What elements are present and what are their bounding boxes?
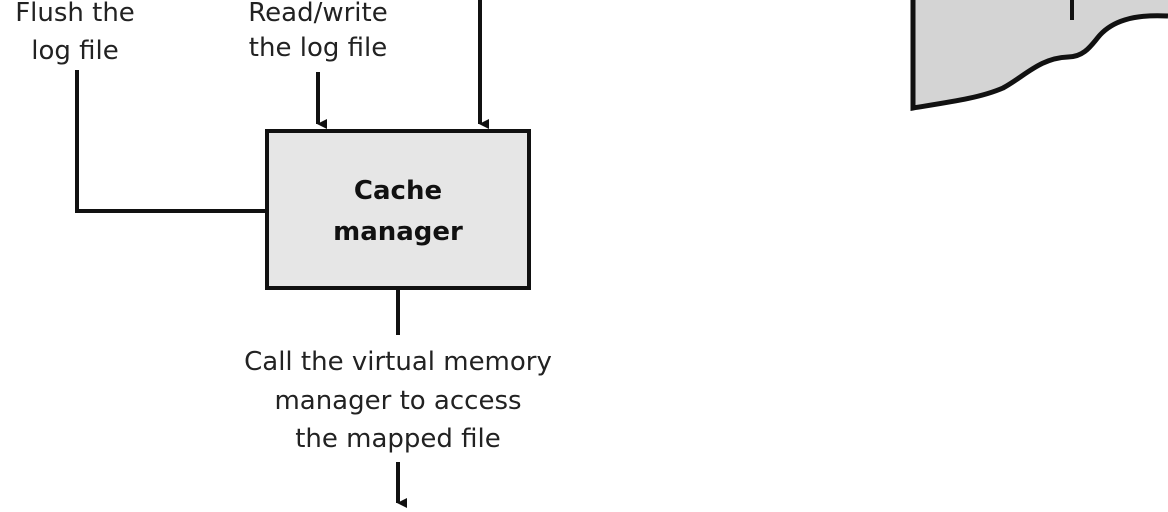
flush-log-connector (75, 70, 267, 213)
call-vmm-label-line2: manager to access (274, 386, 521, 416)
flush-log-label-line1: Flush the (15, 0, 135, 28)
cache-manager-label-line2: manager (333, 217, 463, 247)
call-vmm-label-line3: the mapped file (295, 424, 501, 454)
cache-manager-label-line1: Cache (354, 176, 442, 206)
flush-log-label-line2: log file (31, 36, 119, 66)
log-file-document-outline (910, 0, 1168, 111)
cache-manager-box (265, 129, 531, 290)
read-write-label-line2: the log file (249, 33, 387, 63)
read-write-label-line1: Read/write (248, 0, 387, 28)
log-file-document-shape (913, 0, 1168, 108)
call-vmm-label-line1: Call the virtual memory (244, 347, 552, 377)
